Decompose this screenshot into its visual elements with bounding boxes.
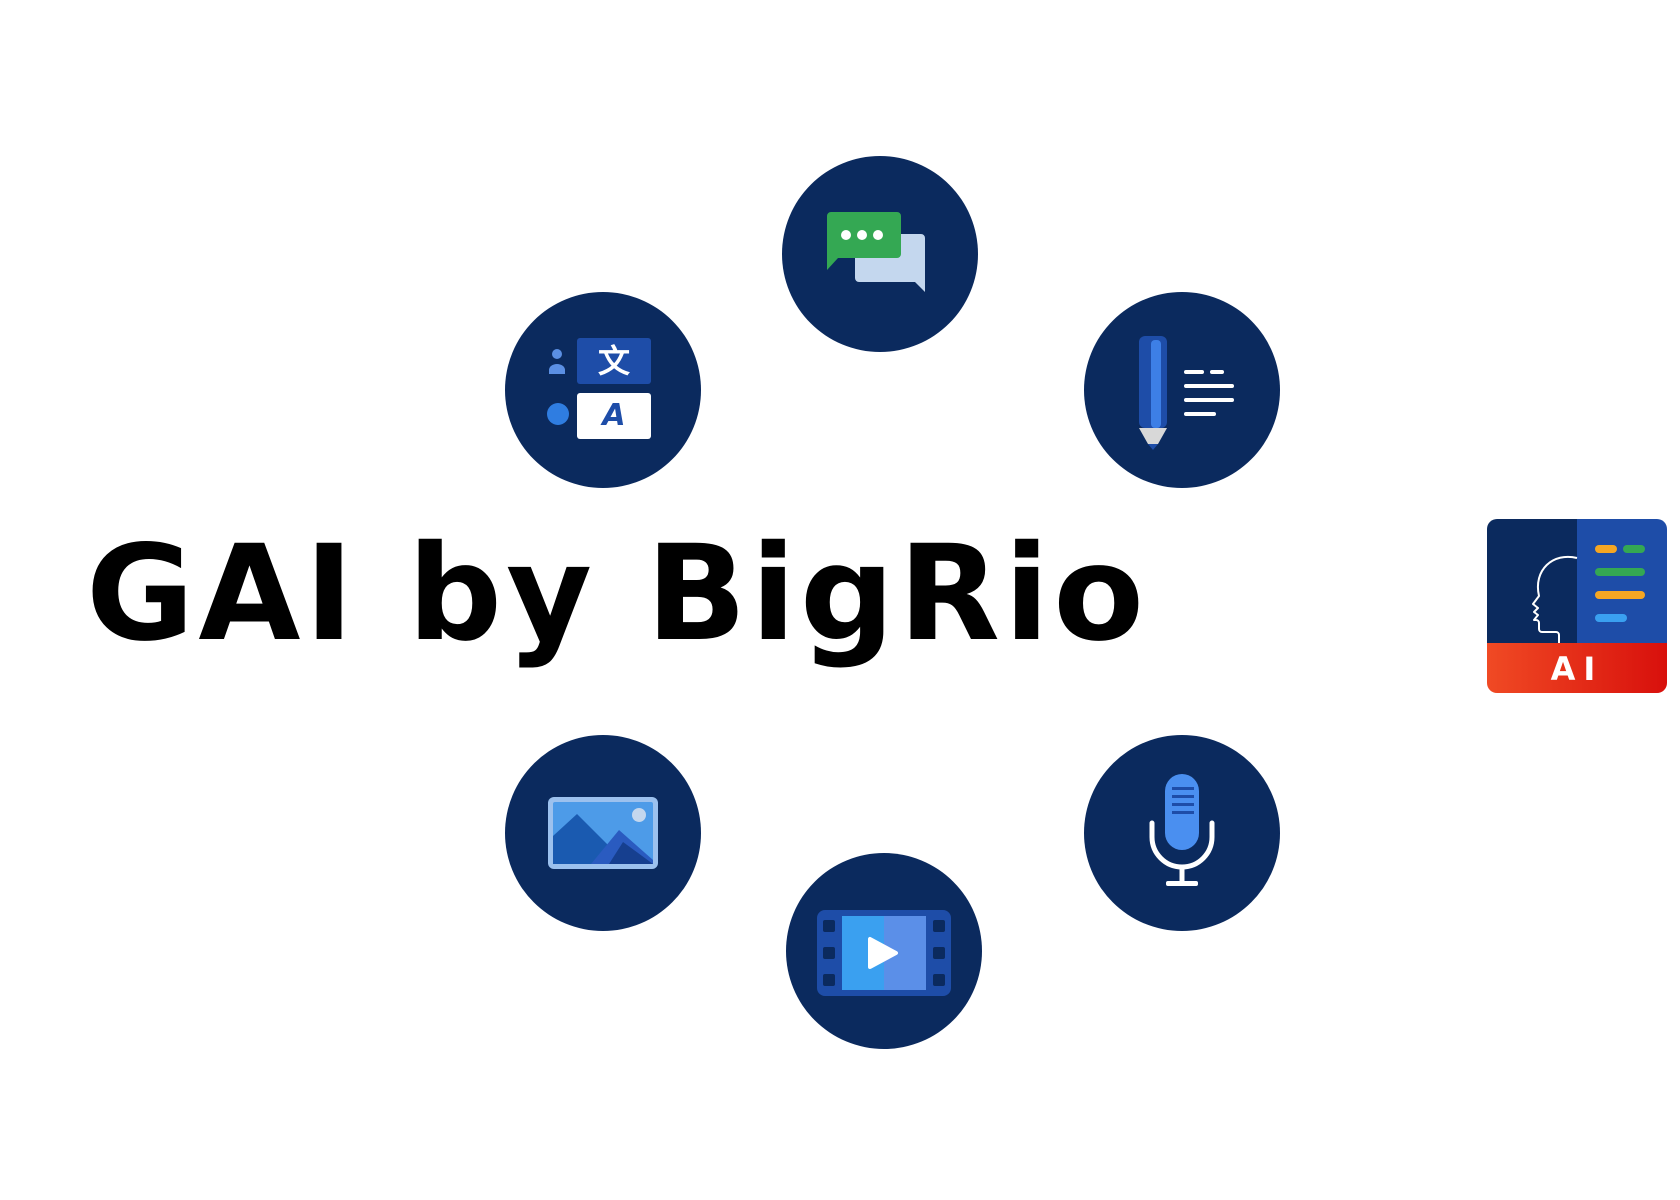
chat-icon (827, 212, 925, 292)
translate-icon (547, 338, 651, 439)
writing-icon (1139, 336, 1234, 450)
chat-circle (782, 156, 978, 352)
microphone-circle (1084, 735, 1280, 931)
video-circle (786, 853, 982, 1049)
translate-source-glyph: 文 (597, 342, 630, 380)
image-circle (505, 735, 701, 931)
page-title: GAI by BigRio (86, 517, 1148, 671)
translate-target-glyph: A (602, 398, 626, 433)
image-icon (548, 797, 658, 869)
writing-circle (1084, 292, 1280, 488)
ai-document-icon (1487, 519, 1667, 693)
microphone-icon (1149, 774, 1215, 886)
translate-circle: 文 A (505, 292, 701, 488)
ai-badge: AI (1487, 519, 1667, 693)
video-icon (817, 910, 951, 996)
ai-badge-label: AI (1550, 650, 1604, 688)
